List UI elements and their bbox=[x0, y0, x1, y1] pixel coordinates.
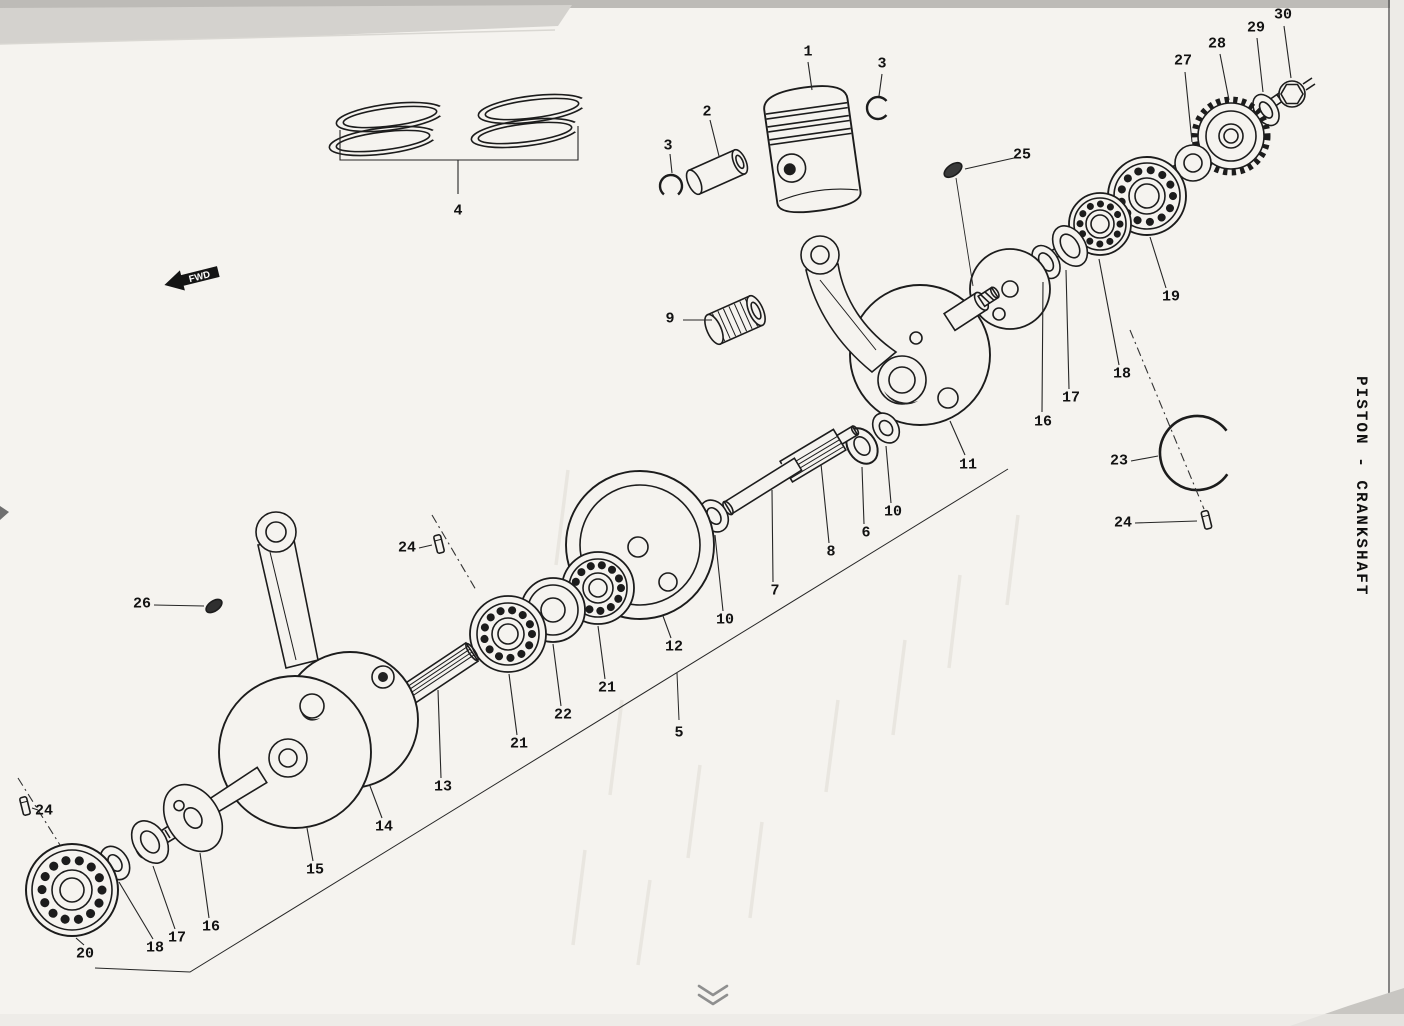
piston-rings bbox=[328, 93, 591, 157]
page-down-chevron[interactable] bbox=[697, 984, 729, 1006]
fwd-label: FWD bbox=[188, 269, 212, 285]
ball-bearing-18 bbox=[1068, 192, 1132, 256]
flywheel-disc bbox=[969, 248, 1051, 330]
washer-10-upper bbox=[871, 412, 901, 444]
connecting-rod-left bbox=[255, 511, 319, 669]
shim-right bbox=[1051, 225, 1089, 267]
gear-spacer bbox=[1174, 144, 1212, 182]
key-26 bbox=[205, 598, 223, 614]
piston-pin bbox=[685, 148, 749, 196]
parts bbox=[19, 77, 1316, 937]
c-ring bbox=[1158, 414, 1236, 492]
piston bbox=[763, 85, 862, 214]
crank-shaft-splined bbox=[718, 425, 860, 516]
ball-bearing-21-left bbox=[469, 595, 547, 673]
main-bearing-20 bbox=[25, 843, 119, 937]
leader-lines bbox=[17, 25, 1292, 973]
fwd-arrow: FWD bbox=[164, 266, 220, 291]
crankshaft-nut bbox=[1278, 77, 1316, 108]
needle-bearing bbox=[704, 294, 766, 346]
dowel-pin-right bbox=[1200, 509, 1213, 530]
shim-left bbox=[130, 820, 170, 864]
woodruff-key bbox=[943, 161, 963, 179]
crank-web-front bbox=[218, 675, 372, 829]
end-plate-left bbox=[162, 783, 224, 853]
primary-gear bbox=[1191, 96, 1271, 176]
dowel-pin-bottom-left bbox=[19, 796, 31, 816]
ball-bearing-21-right bbox=[561, 551, 635, 625]
connecting-rod-upper bbox=[800, 235, 898, 374]
crank-journal-stub bbox=[942, 286, 1000, 332]
circlip-right bbox=[865, 95, 891, 121]
dowel-pin-middle bbox=[433, 534, 445, 554]
side-title: PISTON - CRANKSHAFT bbox=[1352, 376, 1370, 597]
circlip-left bbox=[658, 173, 684, 199]
